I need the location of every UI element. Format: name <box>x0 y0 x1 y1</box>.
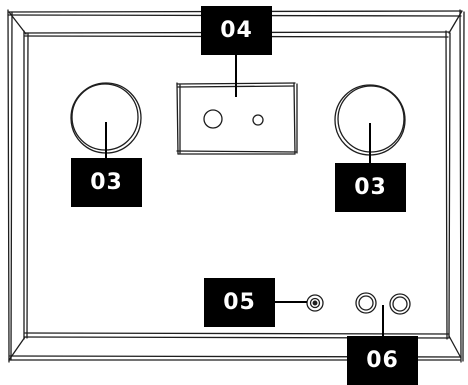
callout-label-05: 05 <box>204 278 275 327</box>
callout-label-06: 06 <box>347 336 418 385</box>
callout-label-04: 04 <box>201 6 272 55</box>
outer-frame <box>7 9 465 363</box>
inner-panel <box>8 10 463 361</box>
callout-label-03-right: 03 <box>335 163 406 212</box>
twin-knobs <box>355 292 411 315</box>
leader-lines <box>105 55 384 336</box>
jack-socket <box>306 294 324 312</box>
callout-label-03-left: 03 <box>71 158 142 207</box>
